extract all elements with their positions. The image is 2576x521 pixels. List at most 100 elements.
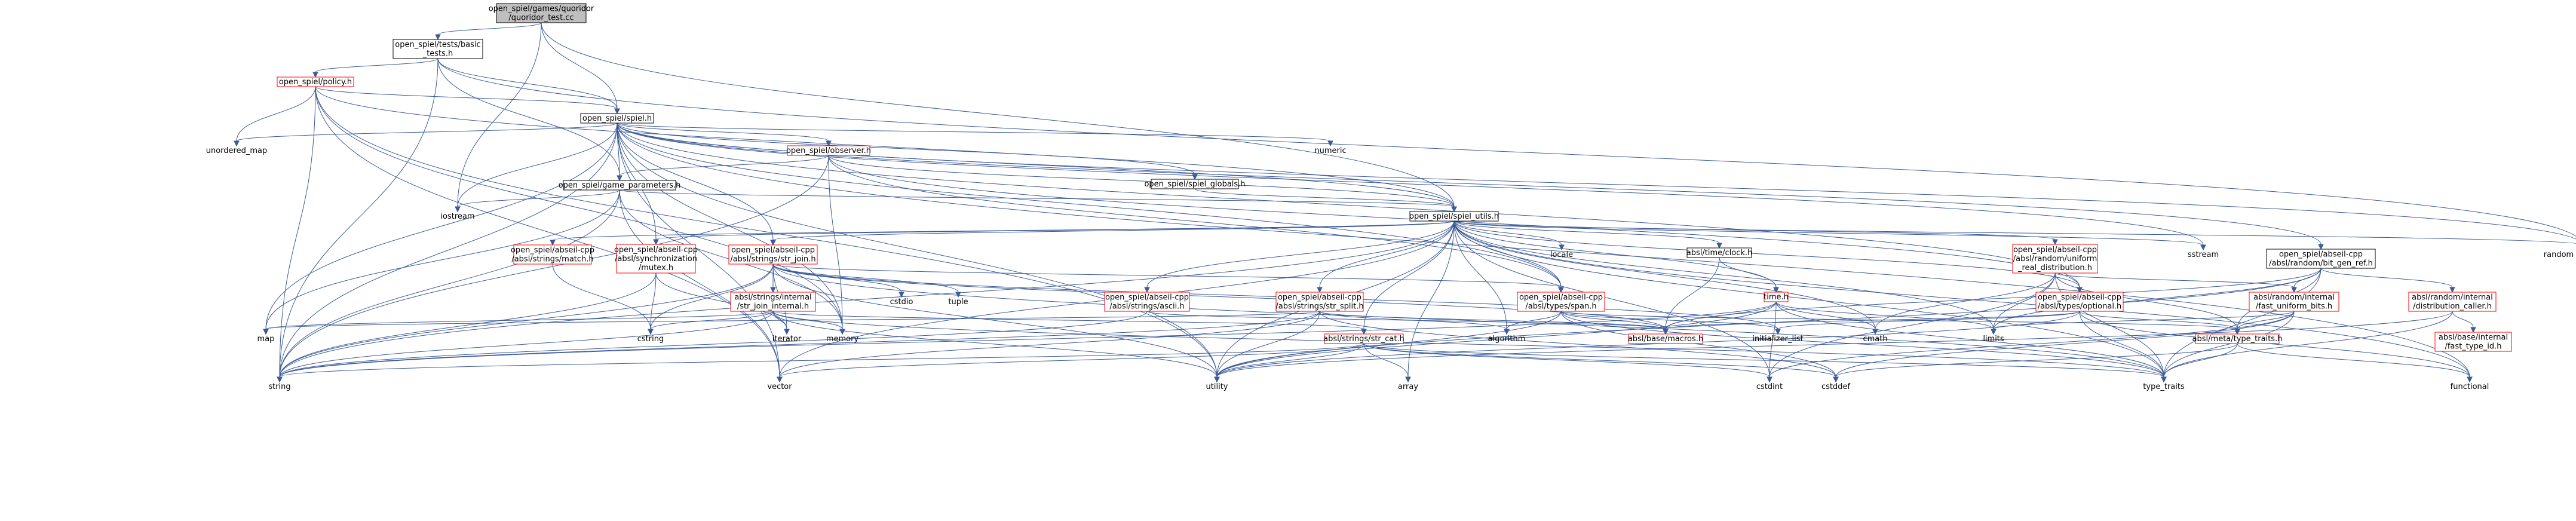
edge-bit_gen_ref-to-distribution_caller bbox=[2320, 268, 2455, 293]
node-uniform-real[interactable]: open_spiel/abseil-cpp/absl/random/unifor… bbox=[2012, 244, 2098, 274]
node-label: open_spiel/abseil-cpp bbox=[2013, 246, 2097, 255]
node-label: time.h bbox=[1764, 293, 1789, 302]
node-label: locale bbox=[1550, 250, 1573, 259]
node-label: tuple bbox=[948, 298, 968, 307]
node-label: iostream bbox=[440, 212, 474, 221]
node-spiel-utils[interactable]: open_spiel/spiel_utils.h bbox=[1409, 211, 1499, 222]
node-label: _real_distribution.h bbox=[2017, 263, 2092, 272]
edge-str_join_internal-to-type_traits bbox=[772, 311, 2167, 383]
node-macros[interactable]: absl/base/macros.h bbox=[1628, 333, 1703, 344]
edge-basic_tests-to-policy bbox=[312, 58, 438, 78]
node-str-join-internal[interactable]: absl/strings/internal/str_join_internal.… bbox=[730, 292, 816, 312]
node-optional[interactable]: open_spiel/abseil-cpp/absl/types/optiona… bbox=[2035, 292, 2124, 312]
node-type-traits-meta[interactable]: absl/meta/type_traits.h bbox=[2192, 333, 2283, 344]
edge-optional-to-macros bbox=[1663, 311, 2080, 335]
node-label: cstdio bbox=[890, 298, 913, 307]
node-label: /absl/strings/str_split.h bbox=[1275, 302, 1363, 311]
node-tuple[interactable]: tuple bbox=[948, 298, 968, 307]
node-label: sstream bbox=[2188, 250, 2219, 259]
node-observer[interactable]: open_spiel/observer.h bbox=[786, 145, 871, 156]
node-iterator[interactable]: iterator bbox=[772, 335, 802, 344]
node-label: /mutex.h bbox=[639, 263, 673, 272]
node-array[interactable]: array bbox=[1398, 382, 1418, 391]
node-string[interactable]: string bbox=[268, 382, 290, 391]
node-cstdint[interactable]: cstdint bbox=[1756, 382, 1783, 391]
edge-str_join-to-cstdio bbox=[772, 263, 904, 298]
edge-str_join-to-tuple bbox=[772, 263, 961, 298]
node-label: _tests.h bbox=[422, 50, 453, 59]
node-label: unordered_map bbox=[206, 146, 268, 155]
node-root[interactable]: open_spiel/games/quoridor/quoridor_test.… bbox=[489, 3, 594, 23]
node-cstring[interactable]: cstring bbox=[637, 335, 664, 344]
node-label: limits bbox=[1983, 335, 2004, 344]
node-spiel[interactable]: open_spiel/spiel.h bbox=[580, 113, 654, 124]
node-cmath[interactable]: cmath bbox=[1863, 335, 1887, 344]
node-strings-ascii[interactable]: open_spiel/abseil-cpp/absl/strings/ascii… bbox=[1104, 292, 1190, 312]
node-label: algorithm bbox=[1488, 335, 1526, 344]
node-label: open_spiel/games/quoridor bbox=[489, 5, 594, 14]
node-memory[interactable]: memory bbox=[826, 335, 859, 344]
node-cstdio[interactable]: cstdio bbox=[890, 298, 913, 307]
node-vector[interactable]: vector bbox=[767, 382, 792, 391]
node-utility[interactable]: utility bbox=[1206, 382, 1228, 391]
node-type-traits[interactable]: type_traits bbox=[2143, 382, 2185, 391]
node-label: /quoridor_test.cc bbox=[508, 14, 574, 23]
node-locale[interactable]: locale bbox=[1550, 250, 1573, 259]
edge-fast_uniform_bits-to-limits bbox=[1991, 311, 2295, 335]
node-label: absl/time/clock.h bbox=[1686, 249, 1753, 258]
edge-type_traits_meta-to-type_traits bbox=[2161, 343, 2238, 383]
node-str-join[interactable]: open_spiel/abseil-cpp/absl/strings/str_j… bbox=[728, 244, 818, 265]
node-distribution-caller[interactable]: absl/random/internal/distribution_caller… bbox=[2408, 292, 2497, 312]
node-sync-mutex[interactable]: open_spiel/abseil-cpp/absl/synchronizati… bbox=[614, 244, 698, 274]
edge-str_cat-to-type_traits bbox=[1363, 343, 2167, 383]
node-span[interactable]: open_spiel/abseil-cpp/absl/types/span.h bbox=[1517, 292, 1605, 312]
node-label: open_spiel/abseil-cpp bbox=[1519, 293, 1603, 302]
node-unordered-map[interactable]: unordered_map bbox=[206, 146, 268, 155]
node-sstream[interactable]: sstream bbox=[2188, 250, 2219, 259]
node-time-clock[interactable]: absl/time/clock.h bbox=[1686, 247, 1753, 258]
edge-game_parameters-to-iostream bbox=[455, 189, 620, 213]
node-fast-uniform-bits[interactable]: absl/random/internal/fast_uniform_bits.h bbox=[2249, 292, 2339, 312]
edge-spiel_utils-to-sync_mutex bbox=[653, 220, 1455, 246]
node-label: cmath bbox=[1863, 335, 1887, 344]
node-random[interactable]: random bbox=[2544, 250, 2574, 259]
node-time-h[interactable]: time.h bbox=[1764, 292, 1789, 302]
node-label: open_spiel/spiel_utils.h bbox=[1409, 212, 1499, 221]
node-limits[interactable]: limits bbox=[1983, 335, 2004, 344]
edge-spiel_utils-to-str_join bbox=[770, 220, 1455, 246]
edge-str_cat-to-string bbox=[277, 343, 1364, 383]
node-game-parameters[interactable]: open_spiel/game_parameters.h bbox=[559, 180, 681, 191]
edge-policy-to-spiel_utils bbox=[315, 86, 1457, 213]
node-initializer-list[interactable]: initializer_list bbox=[1752, 335, 1803, 344]
edge-spiel-to-unordered_map bbox=[234, 122, 618, 147]
edge-root-to-basic_tests bbox=[435, 22, 542, 41]
node-label: iterator bbox=[772, 335, 802, 344]
node-spiel-globals[interactable]: open_spiel/spiel_globals.h bbox=[1144, 179, 1246, 189]
node-map[interactable]: map bbox=[257, 335, 275, 344]
node-label: /absl/types/optional.h bbox=[2038, 302, 2122, 311]
node-policy[interactable]: open_spiel/policy.h bbox=[277, 76, 354, 87]
node-label: /absl/random/bit_gen_ref.h bbox=[2269, 259, 2373, 268]
node-label: open_spiel/abseil-cpp bbox=[1278, 293, 1361, 302]
node-label: open_spiel/abseil-cpp bbox=[614, 246, 698, 255]
node-algorithm[interactable]: algorithm bbox=[1488, 335, 1526, 344]
edge-spiel_utils-to-locale bbox=[1453, 220, 1565, 251]
node-label: cstring bbox=[637, 335, 664, 344]
node-fast-type-id[interactable]: absl/base/internal/fast_type_id.h bbox=[2434, 332, 2512, 352]
node-str-split[interactable]: open_spiel/abseil-cpp/absl/strings/str_s… bbox=[1275, 292, 1364, 312]
node-label: absl/strings/str_cat.h bbox=[1323, 335, 1404, 344]
node-numeric[interactable]: numeric bbox=[1314, 146, 1346, 155]
edge-spiel_utils-to-random bbox=[1453, 220, 2576, 244]
node-bit-gen-ref[interactable]: open_spiel/abseil-cpp/absl/random/bit_ge… bbox=[2266, 249, 2376, 269]
node-str-cat[interactable]: absl/strings/str_cat.h bbox=[1323, 333, 1404, 344]
dependency-nodes: open_spiel/games/quoridor/quoridor_test.… bbox=[206, 3, 2574, 391]
node-iostream[interactable]: iostream bbox=[440, 212, 474, 221]
node-label: absl/random/internal bbox=[2412, 293, 2493, 302]
edge-str_cat-to-cstddef bbox=[1363, 343, 1839, 383]
node-functional[interactable]: functional bbox=[2451, 382, 2489, 391]
edge-optional-to-initializer_list bbox=[1775, 311, 2080, 335]
node-cstddef[interactable]: cstddef bbox=[1821, 382, 1851, 391]
edge-spiel-to-random bbox=[617, 122, 2576, 240]
node-strings-match[interactable]: open_spiel/abseil-cpp/absl/strings/match… bbox=[511, 244, 594, 265]
node-basic-tests[interactable]: open_spiel/tests/basic_tests.h bbox=[392, 39, 483, 59]
